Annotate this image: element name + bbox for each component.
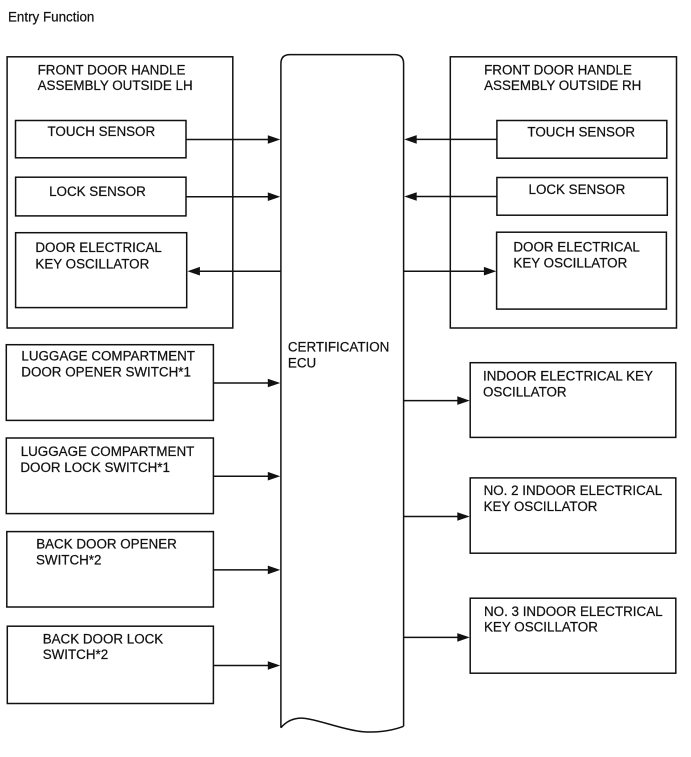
svg-text:LOCK SENSOR: LOCK SENSOR [529,182,626,197]
svg-text:SWITCH*2: SWITCH*2 [36,552,101,567]
svg-text:KEY OSCILLATOR: KEY OSCILLATOR [513,255,627,270]
svg-text:NO. 2 INDOOR ELECTRICAL: NO. 2 INDOOR ELECTRICAL [484,483,663,498]
svg-text:LUGGAGE COMPARTMENT: LUGGAGE COMPARTMENT [21,444,195,459]
svg-text:DOOR ELECTRICAL: DOOR ELECTRICAL [513,239,640,254]
svg-text:DOOR ELECTRICAL: DOOR ELECTRICAL [35,240,161,255]
svg-text:NO. 3 INDOOR ELECTRICAL: NO. 3 INDOOR ELECTRICAL [484,604,663,619]
svg-text:ASSEMBLY OUTSIDE LH: ASSEMBLY OUTSIDE LH [38,78,193,93]
svg-text:TOUCH SENSOR: TOUCH SENSOR [48,124,156,139]
svg-text:KEY OSCILLATOR: KEY OSCILLATOR [484,620,598,635]
svg-text:LUGGAGE COMPARTMENT: LUGGAGE COMPARTMENT [21,349,195,364]
svg-text:FRONT DOOR HANDLE: FRONT DOOR HANDLE [484,62,632,77]
svg-text:OSCILLATOR: OSCILLATOR [483,384,567,399]
svg-text:INDOOR ELECTRICAL KEY: INDOOR ELECTRICAL KEY [483,368,653,383]
svg-text:FRONT DOOR HANDLE: FRONT DOOR HANDLE [38,62,186,77]
svg-text:DOOR LOCK SWITCH*1: DOOR LOCK SWITCH*1 [20,460,170,475]
svg-text:ECU: ECU [288,356,316,371]
svg-text:ASSEMBLY OUTSIDE RH: ASSEMBLY OUTSIDE RH [484,78,641,93]
svg-text:CERTIFICATION: CERTIFICATION [288,340,389,355]
svg-text:SWITCH*2: SWITCH*2 [43,647,108,662]
svg-text:BACK DOOR OPENER: BACK DOOR OPENER [36,536,177,551]
svg-text:KEY OSCILLATOR: KEY OSCILLATOR [35,256,149,271]
svg-text:LOCK SENSOR: LOCK SENSOR [49,184,146,199]
svg-text:DOOR OPENER SWITCH*1: DOOR OPENER SWITCH*1 [21,365,191,380]
svg-text:BACK DOOR LOCK: BACK DOOR LOCK [43,631,164,646]
svg-text:KEY OSCILLATOR: KEY OSCILLATOR [484,499,598,514]
svg-text:Entry Function: Entry Function [8,10,94,25]
svg-text:TOUCH SENSOR: TOUCH SENSOR [527,125,635,140]
